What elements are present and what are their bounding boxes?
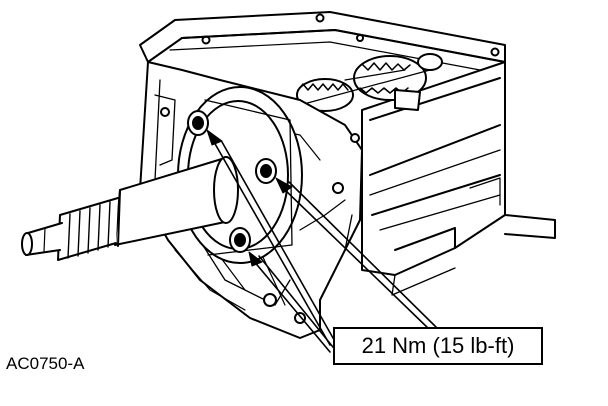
internal-gears (296, 53, 443, 112)
input-shaft (21, 156, 239, 261)
bolt-icon (255, 158, 277, 184)
arrowheads (206, 129, 293, 267)
case-side-wall (361, 61, 556, 296)
leader-lines (213, 141, 437, 353)
case-top-flange (139, 11, 506, 71)
torque-callout: 21 Nm (15 lb-ft) (333, 327, 543, 365)
bolt-icon (187, 110, 209, 136)
figure-id: AC0750-A (6, 354, 85, 373)
bolt-icon (229, 227, 251, 253)
